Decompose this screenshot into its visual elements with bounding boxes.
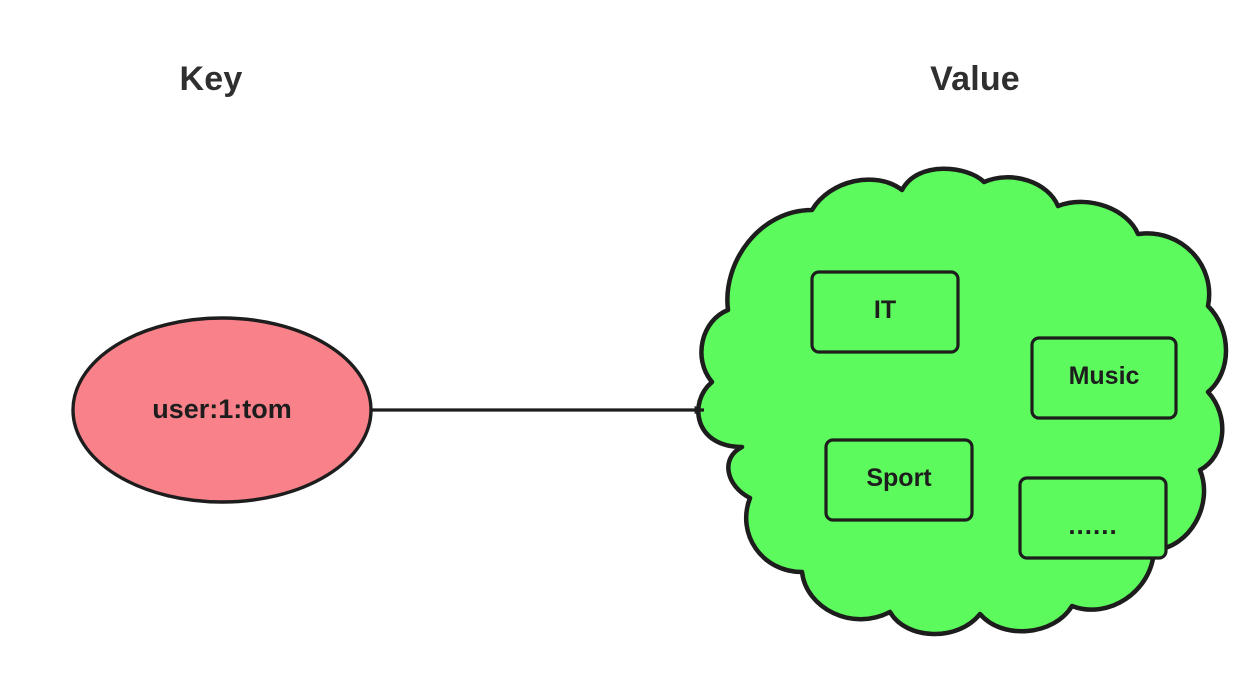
value-item-box-2[interactable] [824, 438, 974, 522]
value-column-heading: Value [930, 60, 1020, 98]
key-node-ellipse[interactable] [71, 316, 373, 504]
value-item-box-1[interactable] [1030, 336, 1178, 420]
key-column-heading: Key [179, 60, 243, 98]
value-item-box-3[interactable] [1018, 476, 1168, 560]
value-item-box-0[interactable] [810, 270, 960, 354]
